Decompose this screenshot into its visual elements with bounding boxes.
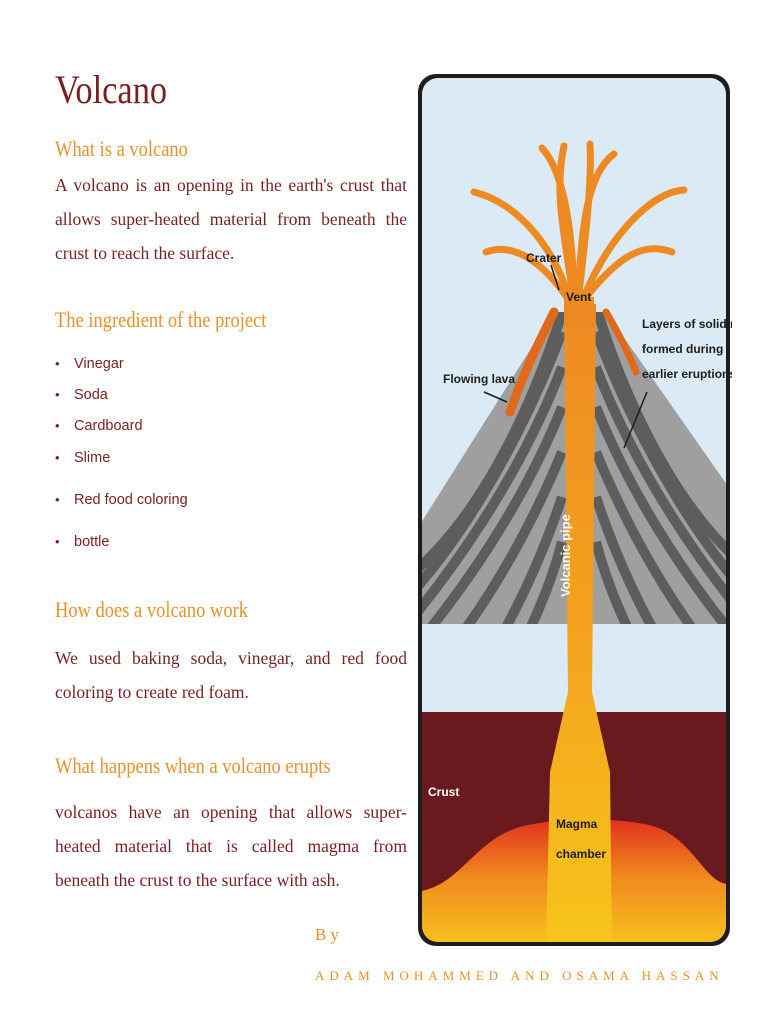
bullet-icon: • [55,418,60,433]
section-body-eruption: volcanos have an opening that allows sup… [55,802,407,890]
section-heading-what-is: What is a volcano [55,136,188,161]
label-crater: Crater [526,251,562,265]
eruption-plume [470,140,688,316]
flowing-lava-right [602,308,640,376]
bullet-icon: • [55,492,60,507]
section-heading-ingredients: The ingredient of the project [55,307,267,332]
label-layers-3: earlier eruptions [642,367,732,381]
volcanic-pipe [546,304,612,942]
page-title: Volcano [55,67,168,112]
label-layers-1: Layers of solid rock [642,317,732,331]
volcano-diagram: Crater Vent Layers of solid rock formed … [418,74,732,946]
section-heading-how-it-works: How does a volcano work [55,597,248,622]
label-layers-2: formed during [642,342,723,356]
label-crust: Crust [428,785,459,799]
bullet-icon: • [55,356,60,371]
label-magma-2: chamber [556,847,606,861]
label-vent: Vent [566,290,591,304]
label-flowing-lava: Flowing lava [443,372,515,386]
bullet-icon: • [55,387,60,402]
label-magma-1: Magma [556,817,598,831]
credits-authors: ADAM MOHAMMED AND OSAMA HASSAN [315,968,724,983]
section-body-how-it-works: We used baking soda, vinegar, and red fo… [55,648,407,702]
label-volcanic-pipe: Volcanic pipe [558,514,573,597]
flowing-lava-left [505,307,559,417]
bullet-icon: • [55,450,60,465]
section-body-what-is: A volcano is an opening in the earth's c… [55,175,407,263]
section-heading-eruption: What happens when a volcano erupts [55,753,331,778]
bullet-icon: • [55,534,60,549]
credits-by: By [315,925,343,944]
